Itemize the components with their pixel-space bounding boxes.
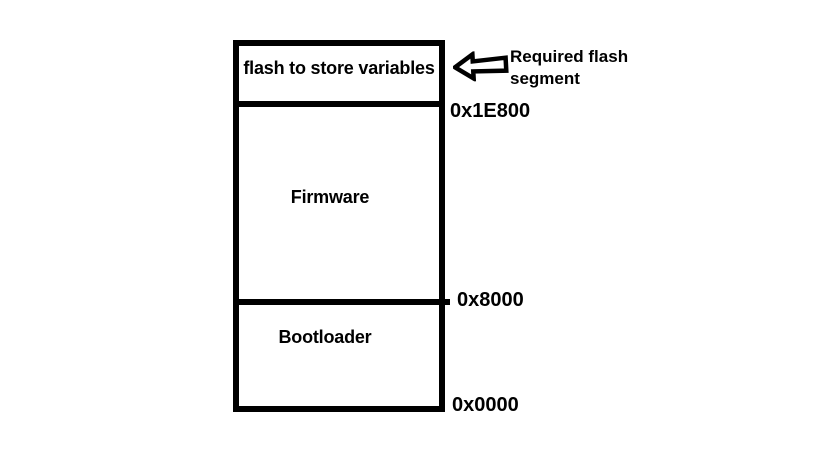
segment-bootloader-label: Bootloader	[278, 327, 372, 347]
callout-text: Required flash segment	[510, 46, 628, 90]
address-label-0x8000: 0x8000	[457, 289, 524, 311]
segment-firmware: Firmware	[239, 107, 439, 305]
callout-line-1: Required flash	[510, 47, 629, 66]
segment-flash-variables-label: flash to store variables	[243, 58, 435, 78]
segment-bootloader: Bootloader	[239, 305, 439, 406]
segment-flash-variables: flash to store variables	[239, 46, 439, 107]
address-label-0x1e800: 0x1E800	[450, 100, 531, 122]
memory-map-box: flash to store variables Firmware Bootlo…	[233, 40, 445, 412]
address-label-0x0000: 0x0000	[452, 394, 519, 416]
segment-firmware-label: Firmware	[290, 187, 370, 207]
left-block-arrow-icon	[452, 50, 509, 83]
divider-tick	[445, 299, 450, 305]
callout-line-2: segment	[510, 69, 580, 88]
